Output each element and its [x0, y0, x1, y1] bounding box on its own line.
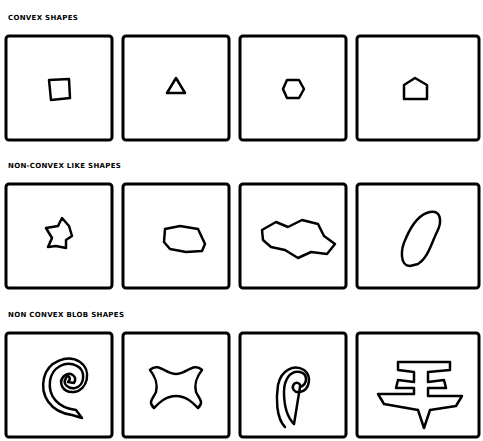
row-heading: NON CONVEX BLOB SHAPES [8, 311, 124, 319]
row-heading: NON-CONVEX LIKE SHAPES [8, 162, 121, 170]
row-heading: CONVEX SHAPES [8, 14, 78, 22]
